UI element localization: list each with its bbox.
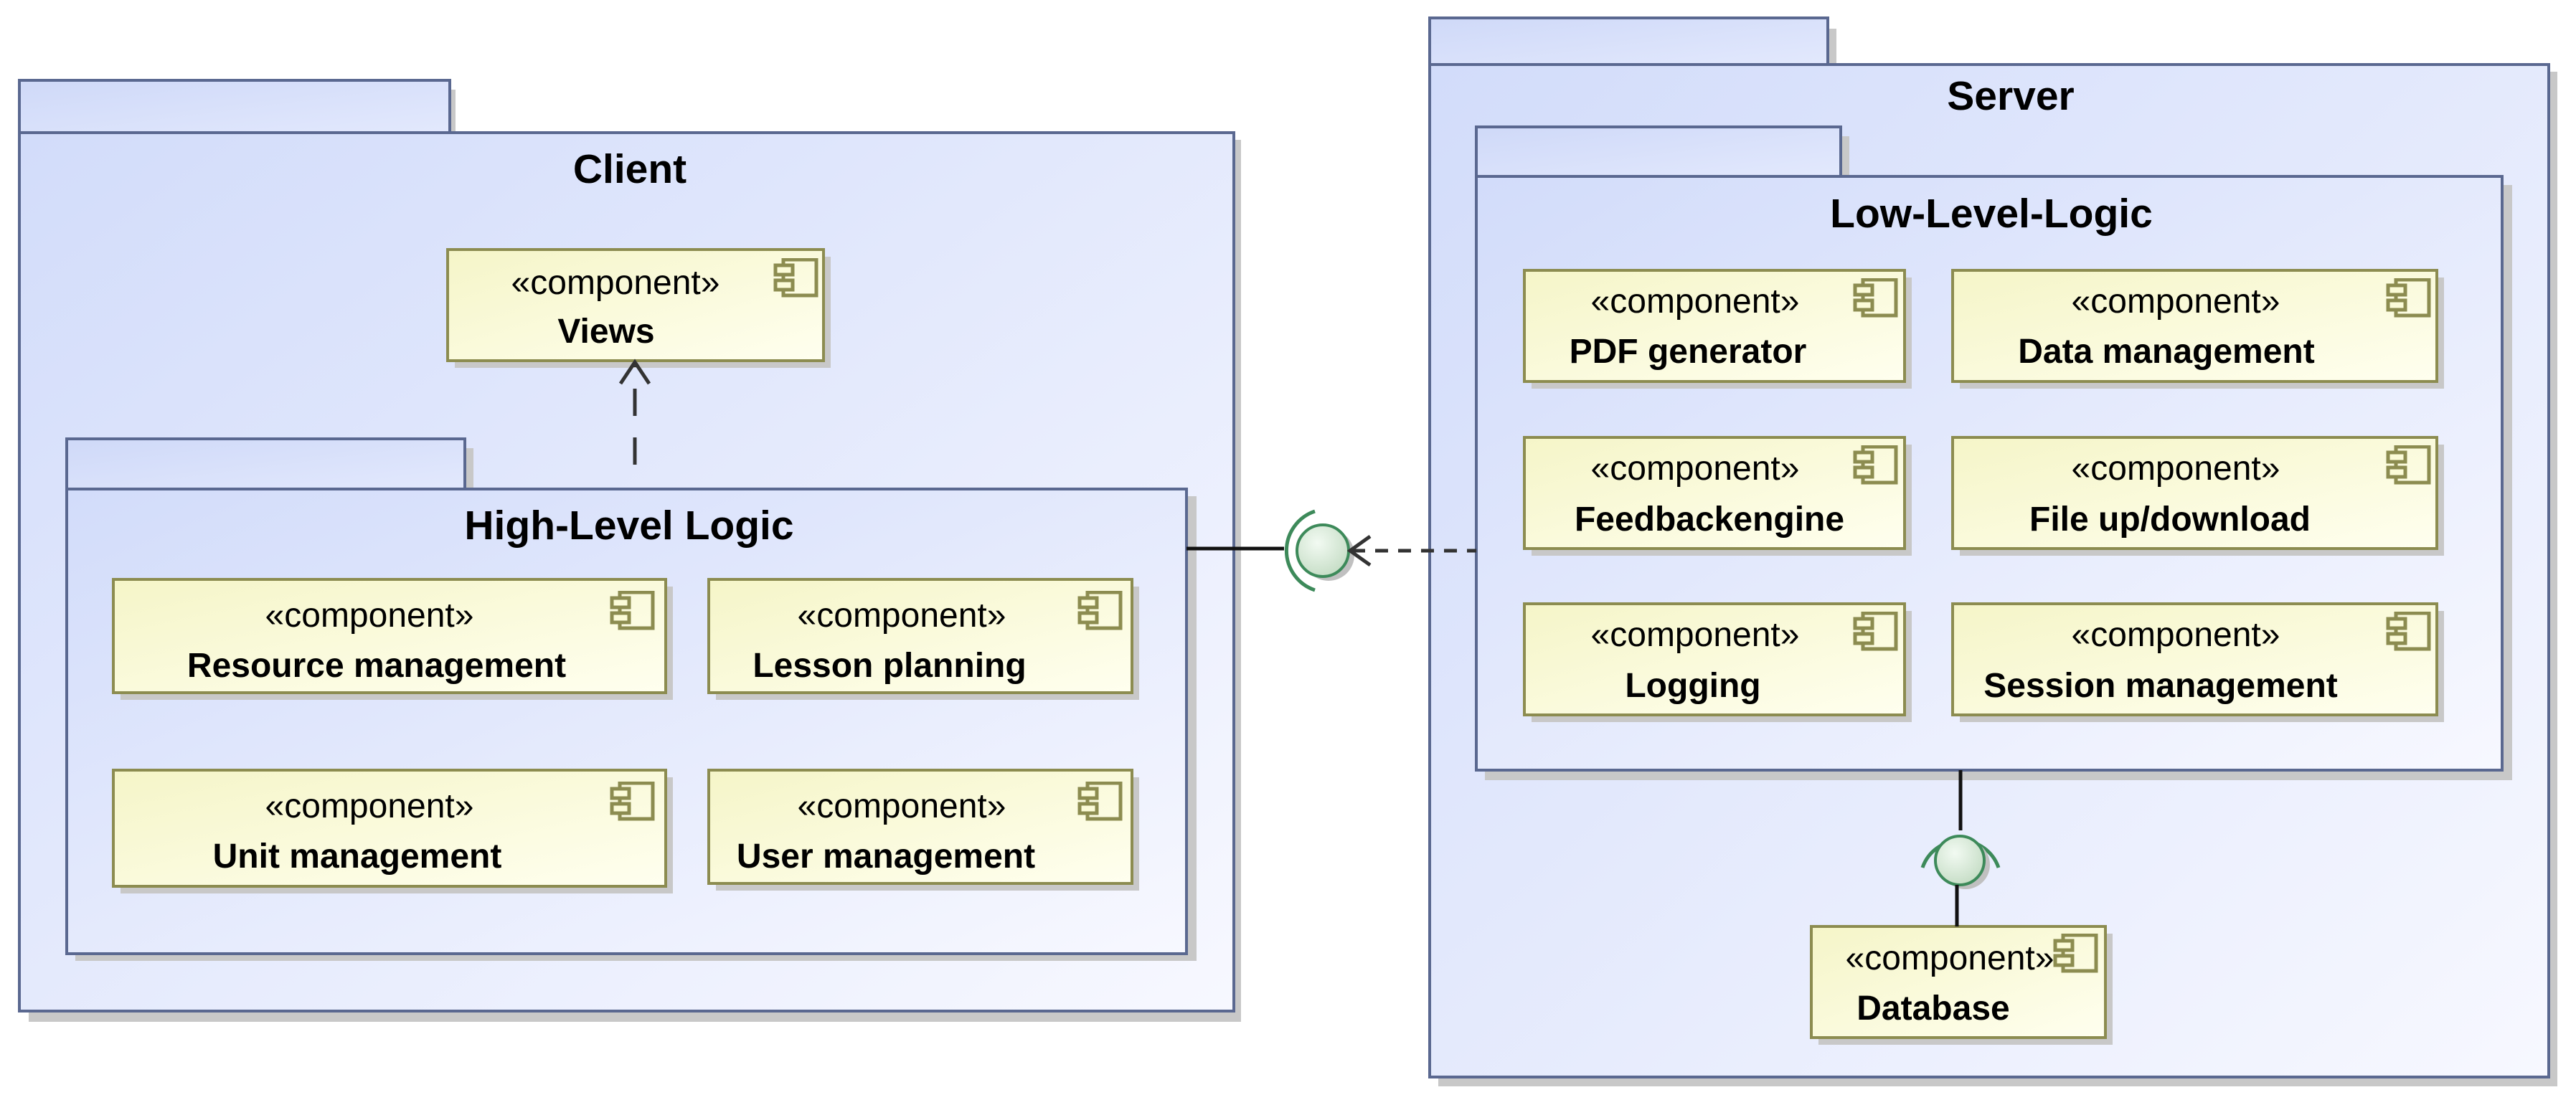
component-unit-management[interactable]: «component» Unit management [112, 769, 673, 893]
component-lesson-planning[interactable]: «component» Lesson planning [707, 578, 1139, 700]
arrow-head-icon [1346, 534, 1372, 567]
component-views[interactable]: «component» Views [446, 248, 831, 368]
provided-interface-icon [1296, 523, 1350, 578]
component-name: Views [557, 313, 654, 351]
component-name: File up/download [2029, 501, 2311, 539]
interface-connector-client-server[interactable] [1186, 509, 1476, 592]
package-tab [1428, 16, 1829, 68]
package-title: Client [573, 146, 687, 192]
component-data-management[interactable]: «component» Data management [1951, 269, 2444, 389]
component-resource-management[interactable]: «component» Resource management [112, 578, 673, 700]
provided-interface-icon [1934, 835, 1986, 886]
component-box [1523, 436, 1906, 550]
package-title: High-Level Logic [464, 503, 793, 549]
component-logging[interactable]: «component» Logging [1523, 602, 1912, 722]
component-stereotype: «component» [798, 787, 1006, 825]
component-stereotype: «component» [1591, 450, 1800, 488]
package-title: Low-Level-Logic [1830, 191, 2153, 237]
package-title: Server [1947, 73, 2075, 119]
component-name: Data management [2018, 333, 2314, 371]
component-stereotype: «component» [511, 264, 720, 302]
component-box [446, 248, 825, 362]
component-box [707, 578, 1133, 694]
component-stereotype: «component» [1591, 283, 1800, 321]
package-tab [18, 79, 451, 136]
dependency-arrow-views [618, 359, 651, 465]
component-feedbackengine[interactable]: «component» Feedbackengine [1523, 436, 1912, 556]
package-tab [65, 437, 466, 492]
component-stereotype: «component» [2072, 616, 2280, 654]
component-session-management[interactable]: «component» Session management [1951, 602, 2444, 722]
component-name: Session management [1983, 667, 2338, 705]
component-stereotype: «component» [265, 597, 474, 635]
component-stereotype: «component» [798, 597, 1006, 635]
component-name: Logging [1625, 667, 1760, 705]
component-box [1951, 602, 2438, 716]
component-file-updownload[interactable]: «component» File up/download [1951, 436, 2444, 556]
component-box [112, 578, 667, 694]
component-stereotype: «component» [1846, 939, 2054, 977]
component-box [112, 769, 667, 888]
component-box [1951, 269, 2438, 383]
required-socket-icon [1284, 509, 1316, 592]
component-box [1951, 436, 2438, 550]
component-name: Database [1856, 990, 2009, 1028]
component-box [707, 769, 1133, 885]
interface-connector-database[interactable] [1920, 770, 2001, 926]
component-name: Lesson planning [752, 647, 1026, 685]
component-stereotype: «component» [2072, 283, 2280, 321]
component-name: PDF generator [1570, 333, 1807, 371]
component-stereotype: «component» [265, 787, 474, 825]
component-box [1523, 269, 1906, 383]
component-pdf-generator[interactable]: «component» PDF generator [1523, 269, 1912, 389]
component-name: User management [737, 838, 1035, 876]
component-stereotype: «component» [1591, 616, 1800, 654]
component-user-management[interactable]: «component» User management [707, 769, 1139, 891]
component-name: Resource management [187, 647, 566, 685]
component-stereotype: «component» [2072, 450, 2280, 488]
arrow-head-icon [618, 359, 651, 385]
component-box [1523, 602, 1906, 716]
component-name: Unit management [213, 838, 502, 876]
component-database[interactable]: «component» Database [1810, 925, 2113, 1045]
package-tab [1475, 125, 1842, 179]
component-name: Feedbackengine [1575, 501, 1844, 539]
